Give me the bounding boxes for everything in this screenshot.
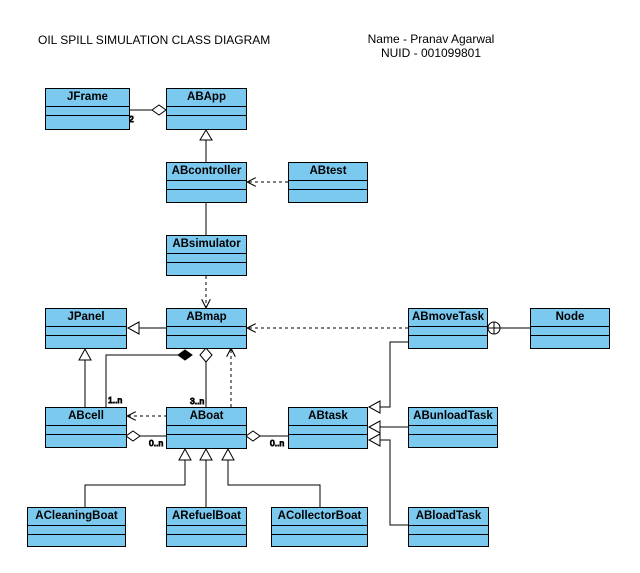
aggregation-diamond (199, 347, 213, 363)
class-name: ABtest (289, 163, 367, 181)
diagram-title: OIL SPILL SIMULATION CLASS DIAGRAM (38, 33, 271, 47)
inheritance-triangle (78, 347, 92, 361)
class-name: ABcell (46, 408, 126, 426)
inheritance-triangle (367, 433, 381, 447)
aggregation-diamond (245, 430, 261, 442)
inheritance-triangle (199, 447, 213, 461)
class-abloadtask[interactable]: ABloadTask (408, 507, 489, 547)
class-name: ABoat (167, 408, 246, 426)
class-abmap[interactable]: ABmap (166, 308, 247, 349)
class-name: JFrame (46, 89, 129, 107)
abmovetask-abtask-inheritance (380, 341, 408, 408)
author-nuid: NUID - 001099801 (380, 46, 482, 60)
class-name: JPanel (46, 309, 126, 327)
abloadtask-abtask-inheritance (380, 439, 408, 526)
class-name: ABloadTask (409, 508, 488, 526)
multiplicity-label: 3..n (190, 396, 204, 406)
acleaningboat-aboat-inheritance (84, 460, 186, 507)
class-arefuelboat[interactable]: ARefuelBoat (166, 507, 247, 547)
class-abmovetask[interactable]: ABmoveTask (408, 308, 488, 349)
class-absimulator[interactable]: ABsimulator (166, 235, 247, 276)
inheritance-triangle (367, 420, 381, 434)
inheritance-triangle (367, 400, 381, 414)
class-name: ACleaningBoat (28, 508, 125, 526)
class-abcell[interactable]: ABcell (45, 407, 127, 448)
class-name: ABsimulator (167, 236, 246, 254)
class-abapp[interactable]: ABApp (166, 88, 247, 130)
class-abtask[interactable]: ABtask (288, 407, 368, 449)
class-jpanel[interactable]: JPanel (45, 308, 127, 349)
inheritance-triangle (178, 447, 192, 461)
aggregation-diamond (125, 430, 141, 442)
class-name: Node (531, 309, 609, 327)
class-abtest[interactable]: ABtest (288, 162, 368, 203)
author-name: Name - Pranav Agarwal (367, 32, 495, 46)
inheritance-triangle (221, 447, 235, 461)
class-name: ABunloadTask (409, 408, 497, 426)
class-name: ABcontroller (167, 163, 246, 181)
class-name: ABtask (289, 408, 367, 426)
multiplicity-label: 2 (129, 114, 134, 124)
author-info: Name - Pranav Agarwal NUID - 001099801 (356, 32, 506, 60)
class-name: ABmap (167, 309, 246, 327)
class-name: ACollectorBoat (272, 508, 367, 526)
multiplicity-label: 0..n (270, 438, 284, 448)
class-name: ABApp (167, 89, 246, 107)
class-acleaningboat[interactable]: ACleaningBoat (27, 507, 126, 547)
abcell-abmap-composition (105, 354, 178, 407)
class-name: ABmoveTask (409, 309, 487, 327)
class-abcontroller[interactable]: ABcontroller (166, 162, 247, 203)
inheritance-triangle (199, 129, 213, 141)
acollectorboat-aboat-inheritance (227, 460, 321, 507)
composition-diamond (177, 349, 193, 361)
inheritance-triangle (126, 321, 140, 335)
class-acollectorboat[interactable]: ACollectorBoat (271, 507, 368, 547)
multiplicity-label: 0..n (149, 438, 163, 448)
class-abunloadtask[interactable]: ABunloadTask (408, 407, 498, 448)
class-name: ARefuelBoat (167, 508, 246, 526)
class-jframe[interactable]: JFrame (45, 88, 130, 130)
aggregation-diamond (151, 104, 167, 116)
multiplicity-label: 1..n (108, 395, 122, 405)
class-aboat[interactable]: ABoat (166, 407, 247, 449)
class-node[interactable]: Node (530, 308, 610, 349)
